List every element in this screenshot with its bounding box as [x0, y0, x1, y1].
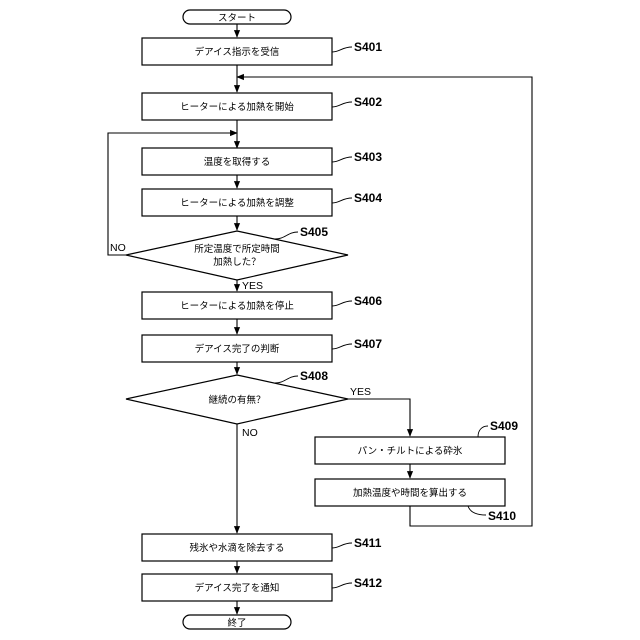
- process-s404-text: ヒーターによる加熱を調整: [180, 197, 294, 209]
- process-s402-text: ヒーターによる加熱を開始: [180, 101, 294, 113]
- node-s404: ヒーターによる加熱を調整: [142, 189, 332, 216]
- process-s403-text: 温度を取得する: [204, 156, 271, 168]
- terminal-start-text: スタート: [218, 13, 256, 24]
- terminal-end-text: 終了: [227, 617, 246, 629]
- branch-label-s408-yes: YES: [350, 386, 371, 398]
- leader-s410: [468, 506, 486, 515]
- process-s409-text: パン・チルトによる砕氷: [358, 445, 463, 457]
- step-label-s402: S402: [354, 95, 382, 109]
- node-s411: 残氷や水滴を除去する: [142, 534, 332, 561]
- leader-s408: [275, 376, 298, 383]
- leader-s407: [332, 344, 352, 349]
- decision-s408-text: 継続の有無？: [208, 394, 265, 406]
- process-s406-text: ヒーターによる加熱を停止: [180, 300, 294, 312]
- node-s402: ヒーターによる加熱を開始: [142, 93, 332, 120]
- node-s407: デアイス完了の判断: [142, 335, 332, 362]
- node-s412: デアイス完了を通知: [142, 574, 332, 601]
- branch-label-s405-yes: YES: [242, 280, 263, 292]
- process-s411-text: 残氷や水滴を除去する: [189, 542, 284, 554]
- node-end: 終了: [183, 615, 291, 629]
- step-label-s411: S411: [354, 536, 382, 550]
- step-label-s405: S405: [300, 225, 328, 239]
- step-label-s403: S403: [354, 150, 382, 164]
- node-s410: 加熱温度や時間を算出する: [315, 479, 505, 506]
- decision-s405-text-line1: 所定温度で所定時間: [194, 243, 280, 255]
- leader-s403: [332, 157, 352, 162]
- step-label-s410: S410: [488, 509, 516, 523]
- process-s401-text: デアイス指示を受信: [195, 46, 280, 58]
- node-s409: パン・チルトによる砕氷: [315, 437, 505, 464]
- process-s407-text: デアイス完了の判断: [195, 343, 280, 355]
- leader-s409: [478, 426, 488, 437]
- node-s401: デアイス指示を受信: [142, 38, 332, 65]
- branch-label-s405-no: NO: [110, 242, 126, 254]
- process-s410-text: 加熱温度や時間を算出する: [353, 487, 467, 499]
- leader-s404: [332, 198, 352, 203]
- step-label-s412: S412: [354, 576, 382, 590]
- step-label-s404: S404: [354, 191, 382, 205]
- node-s406: ヒーターによる加熱を停止: [142, 292, 332, 319]
- leader-s402: [332, 102, 352, 107]
- leader-s405: [275, 232, 298, 239]
- leader-s411: [332, 543, 352, 548]
- leader-s406: [332, 301, 352, 306]
- node-s403: 温度を取得する: [142, 148, 332, 175]
- leader-s412: [332, 583, 352, 588]
- step-label-s409: S409: [490, 419, 518, 433]
- leader-s401: [332, 47, 352, 52]
- process-s412-text: デアイス完了を通知: [195, 582, 280, 594]
- edge-s408-yes-s409: [348, 399, 410, 436]
- node-start: スタート: [183, 10, 291, 24]
- step-label-s406: S406: [354, 294, 382, 308]
- step-label-s401: S401: [354, 40, 382, 54]
- step-label-s408: S408: [300, 369, 328, 383]
- decision-s405-text-line2: 加熱した？: [213, 256, 261, 268]
- branch-label-s408-no: NO: [242, 427, 258, 439]
- step-label-s407: S407: [354, 337, 382, 351]
